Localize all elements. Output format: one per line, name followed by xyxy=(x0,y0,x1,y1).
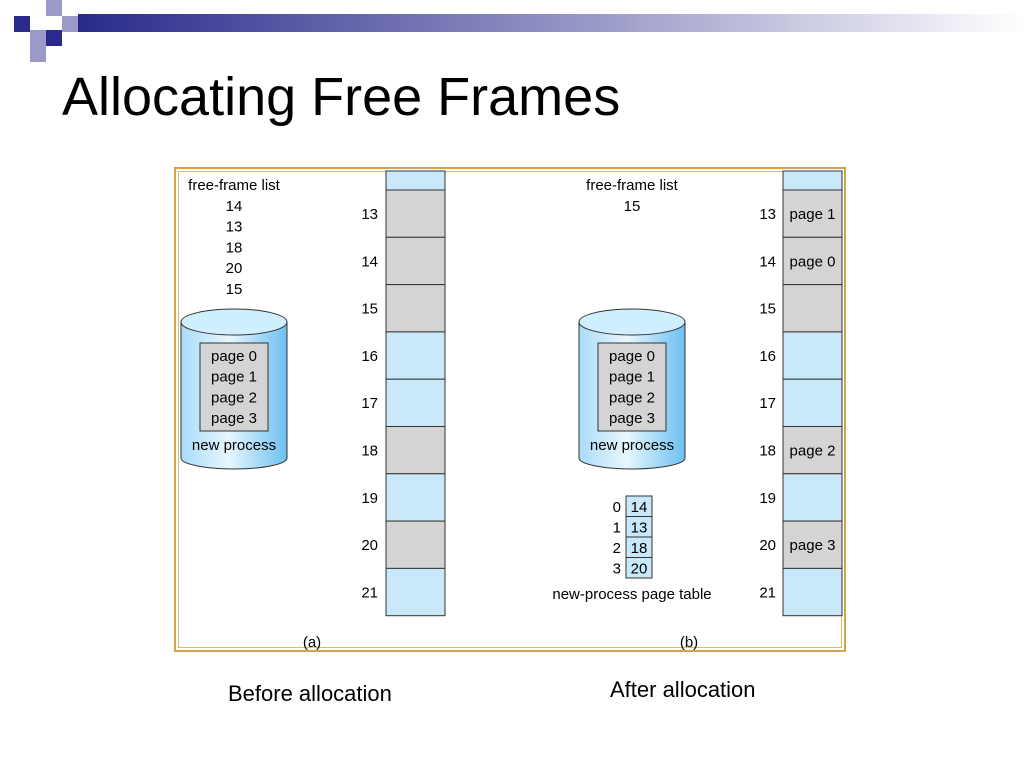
page-table: 0 14 1 13 2 18 3 20 xyxy=(613,495,653,579)
deco-square xyxy=(14,16,30,32)
page-table-frame: 14 xyxy=(631,499,648,516)
frame-cell xyxy=(782,189,843,238)
frame-page-label: page 3 xyxy=(790,537,836,554)
before-free-list-title: free-frame list xyxy=(188,177,281,194)
frame-cell xyxy=(782,378,843,428)
frame-cell xyxy=(782,473,843,522)
page-item: page 3 xyxy=(211,410,257,427)
frame-number: 16 xyxy=(361,348,378,365)
page-table-cell xyxy=(625,557,653,579)
frame-number: 21 xyxy=(361,584,378,601)
frame-cell xyxy=(782,567,843,617)
frame-cell xyxy=(782,331,843,380)
free-list-item: 14 xyxy=(226,198,243,215)
frame-cell xyxy=(385,284,446,333)
page-item: page 2 xyxy=(609,389,655,406)
before-panel-label: (a) xyxy=(303,634,321,651)
frame-cell xyxy=(385,426,446,475)
after-process-label: new process xyxy=(590,437,674,454)
frame-cell-partial xyxy=(782,170,843,191)
frame-number: 20 xyxy=(361,537,378,554)
frame-cell xyxy=(782,284,843,333)
frame-number: 20 xyxy=(759,537,776,554)
frame-cell-partial xyxy=(385,170,446,191)
frame-number: 15 xyxy=(759,301,776,318)
page-item: page 0 xyxy=(609,348,655,365)
after-free-list: 15 xyxy=(624,198,641,215)
page-item: page 1 xyxy=(211,369,257,386)
cylinder-top xyxy=(180,308,288,336)
before-pages: page 0 page 1 page 2 page 3 xyxy=(211,348,257,427)
deco-square xyxy=(46,30,62,46)
free-list-item: 15 xyxy=(226,281,243,298)
cylinder-top xyxy=(578,308,686,336)
page-table-page: 0 xyxy=(613,499,621,516)
page-table-label: new-process page table xyxy=(552,586,711,603)
frame-number: 18 xyxy=(759,443,776,460)
frame-number: 17 xyxy=(361,395,378,412)
page-item: page 3 xyxy=(609,410,655,427)
page-table-page: 1 xyxy=(613,520,621,537)
deco-square xyxy=(46,0,62,16)
frame-number: 19 xyxy=(759,490,776,507)
frame-number: 19 xyxy=(361,490,378,507)
caption-after: After allocation xyxy=(610,677,756,702)
page-item: page 0 xyxy=(211,348,257,365)
page-item: page 1 xyxy=(609,369,655,386)
frame-cell xyxy=(385,520,446,569)
frame-cell xyxy=(385,378,446,428)
frame-number: 18 xyxy=(361,443,378,460)
frame-cell xyxy=(385,473,446,522)
deco-square xyxy=(62,16,78,32)
page-table-page: 2 xyxy=(613,540,621,557)
title-decoration xyxy=(14,0,1024,62)
frame-number: 17 xyxy=(759,395,776,412)
page-item: page 2 xyxy=(211,389,257,406)
frame-number: 21 xyxy=(759,584,776,601)
page-table-page: 3 xyxy=(613,561,621,578)
deco-square xyxy=(30,30,46,46)
frame-page-label: page 2 xyxy=(790,443,836,460)
frame-cell xyxy=(782,426,843,475)
frame-number: 16 xyxy=(759,348,776,365)
frame-cell xyxy=(385,236,446,286)
deco-square xyxy=(30,46,46,62)
page-table-frame: 20 xyxy=(631,561,648,578)
frame-cell xyxy=(385,189,446,238)
free-list-item: 13 xyxy=(226,219,243,236)
before-frames: 13 14 15 16 17 18 19 20 21 xyxy=(361,170,446,617)
frame-page-label: page 1 xyxy=(790,206,836,223)
before-process-label: new process xyxy=(192,437,276,454)
free-list-item: 20 xyxy=(226,260,243,277)
before-process-cylinder: page 0 page 1 page 2 page 3 new process xyxy=(180,308,288,470)
frame-number: 15 xyxy=(361,301,378,318)
frame-number: 13 xyxy=(361,206,378,223)
free-list-item: 15 xyxy=(624,198,641,215)
after-pages: page 0 page 1 page 2 page 3 xyxy=(609,348,655,427)
frame-cell xyxy=(385,331,446,380)
frame-number: 14 xyxy=(361,253,378,270)
after-frames: 13 page 1 14 page 0 15 16 17 18 page 2 19 20 page 3… xyxy=(759,170,843,617)
before-free-list: 14 13 18 20 15 xyxy=(226,198,243,298)
frame-cell xyxy=(782,236,843,286)
frame-number: 14 xyxy=(759,253,776,270)
after-free-list-title: free-frame list xyxy=(586,177,679,194)
page-title: Allocating Free Frames xyxy=(62,67,621,127)
page-table-frame: 18 xyxy=(631,540,648,557)
pages-box xyxy=(597,342,667,432)
frame-number: 13 xyxy=(759,206,776,223)
frame-cell xyxy=(385,567,446,617)
after-panel-label: (b) xyxy=(680,634,698,651)
title-bar xyxy=(78,14,1024,32)
free-list-item: 18 xyxy=(226,239,243,256)
caption-before: Before allocation xyxy=(228,681,392,706)
frame-cell xyxy=(782,520,843,569)
pages-box xyxy=(199,342,269,432)
after-process-cylinder: page 0 page 1 page 2 page 3 new process xyxy=(578,308,686,470)
frame-page-label: page 0 xyxy=(790,253,836,270)
page-table-frame: 13 xyxy=(631,520,648,537)
